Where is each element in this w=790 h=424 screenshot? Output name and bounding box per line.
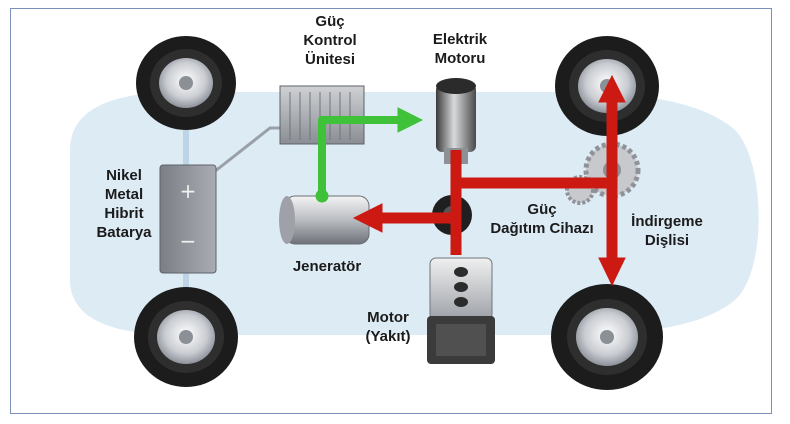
label-reduction-gear: İndirgeme Dişlisi — [631, 213, 703, 249]
label-power-split-device: Güç Dağıtım Cihazı — [490, 201, 594, 237]
battery-positive-terminal: + — [180, 179, 197, 203]
generator — [279, 195, 370, 245]
engine — [427, 257, 495, 364]
wheel-rear-left — [136, 36, 236, 130]
label-electric-motor: Elektrik Motoru — [432, 31, 488, 67]
label-power-control-unit: Güç Kontrol Ünitesi — [303, 13, 357, 68]
wheel-rear-right — [134, 287, 238, 387]
label-generator: Jeneratör — [292, 258, 362, 275]
wheel-front-right — [551, 284, 663, 390]
label-engine: Motor (Yakıt) — [365, 309, 411, 345]
battery: + − — [159, 164, 217, 274]
label-battery: Nikel Metal Hibrit Batarya — [96, 167, 152, 241]
mechanical-flow — [352, 74, 626, 287]
battery-negative-terminal: − — [180, 229, 197, 253]
electric-flow — [315, 107, 424, 203]
electric-motor — [436, 78, 476, 164]
